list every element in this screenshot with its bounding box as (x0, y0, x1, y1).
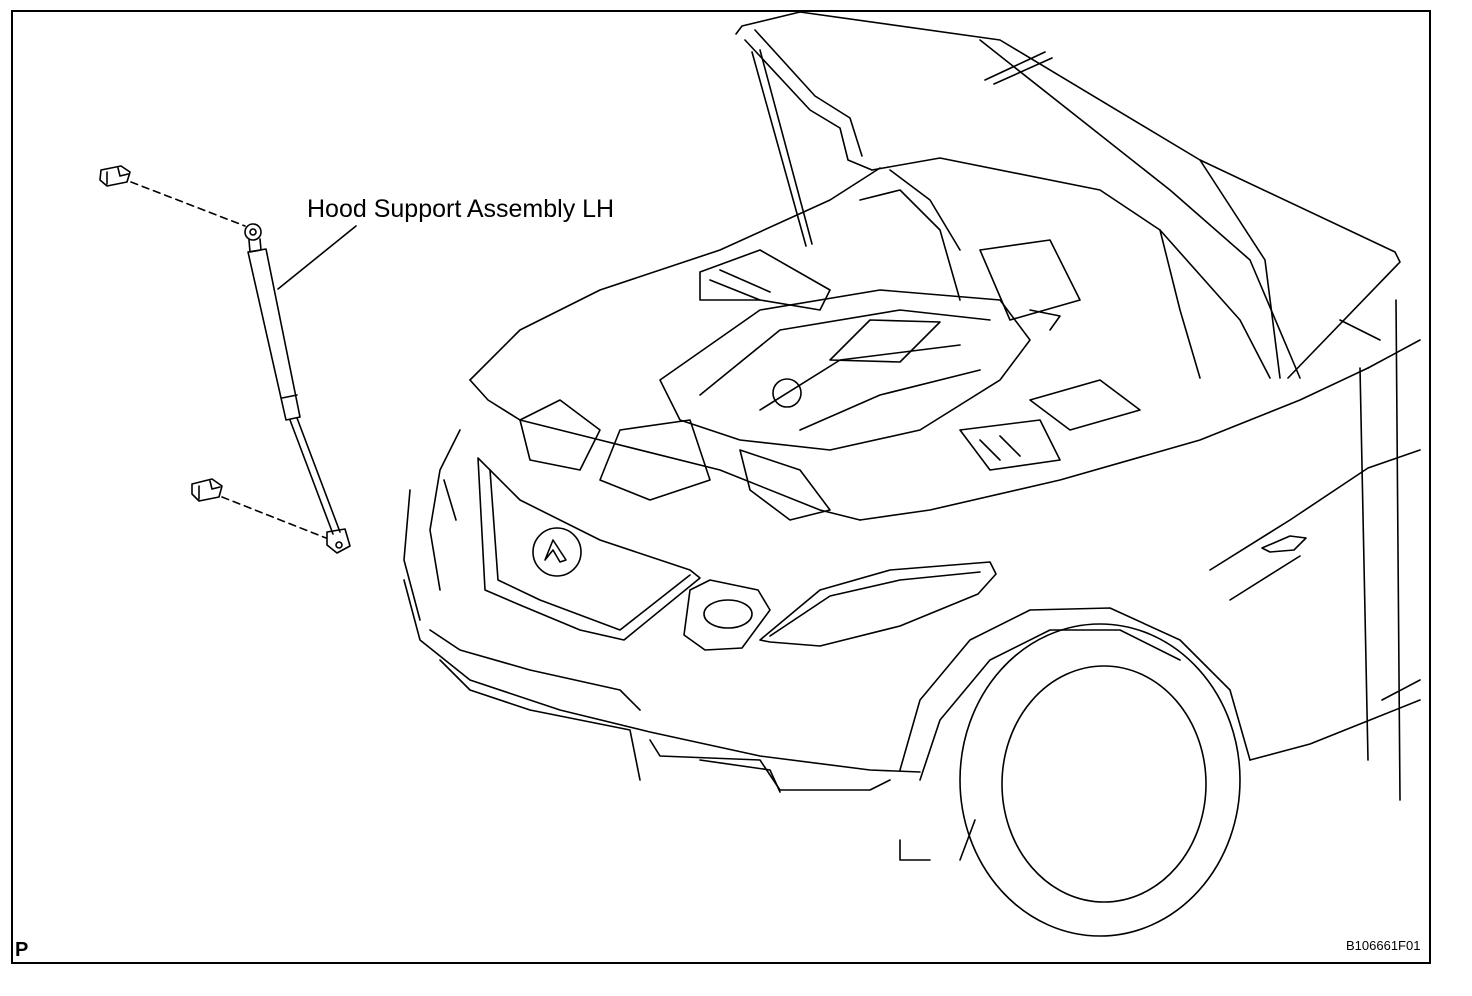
lower-dashed-leader (221, 496, 327, 539)
upper-clip (99, 165, 131, 187)
car-body (403, 11, 1421, 937)
upper-dashed-leader (130, 181, 246, 227)
figure-frame (11, 10, 1431, 964)
hood-support-strut (244, 223, 351, 554)
corner-mark: P (15, 939, 29, 961)
lower-clip (191, 478, 223, 502)
callout-leader (277, 225, 357, 290)
figure-code: B106661F01 (1346, 938, 1421, 953)
hood-support-callout-label: Hood Support Assembly LH (307, 195, 615, 223)
